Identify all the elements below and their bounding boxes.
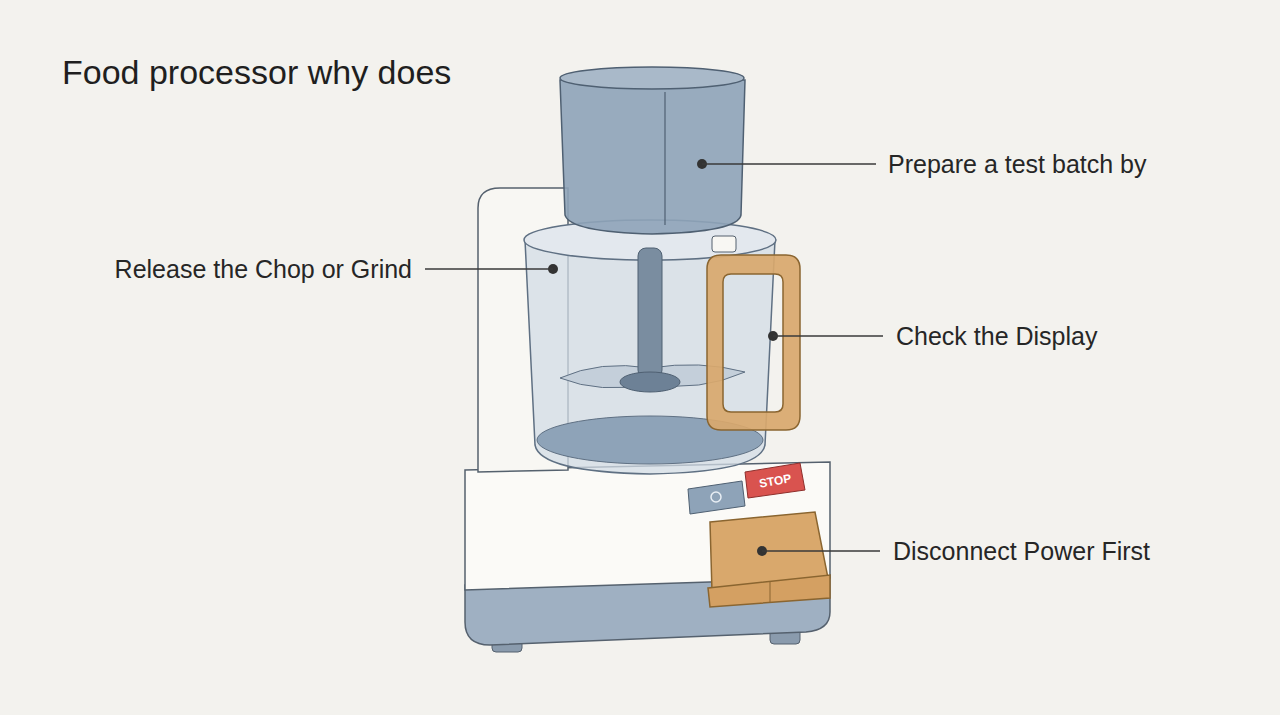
stop-button	[745, 463, 805, 498]
leader-line	[762, 550, 880, 552]
work-bowl	[525, 240, 775, 474]
drawer-split	[770, 582, 771, 602]
blade-hub	[620, 372, 680, 392]
blade-shaft	[638, 248, 662, 378]
callout-label: Check the Display	[896, 321, 1097, 351]
callout-label: Disconnect Power First	[893, 536, 1150, 566]
callout-label: Prepare a test batch by	[888, 149, 1146, 179]
bowl-handle	[707, 255, 800, 430]
leader-line	[773, 335, 883, 337]
callout-label: Release the Chop or Grind	[115, 254, 412, 284]
feed-tube-top	[560, 67, 744, 89]
feed-tube	[560, 80, 745, 234]
button-icon	[711, 492, 721, 502]
drawer-lip	[708, 575, 830, 607]
leader-line	[425, 268, 553, 270]
latch	[712, 236, 736, 252]
pulse-button	[688, 481, 745, 514]
diagram-title: Food processor why does	[62, 52, 451, 93]
pusher-divider	[664, 92, 665, 225]
leader-line	[702, 163, 876, 165]
